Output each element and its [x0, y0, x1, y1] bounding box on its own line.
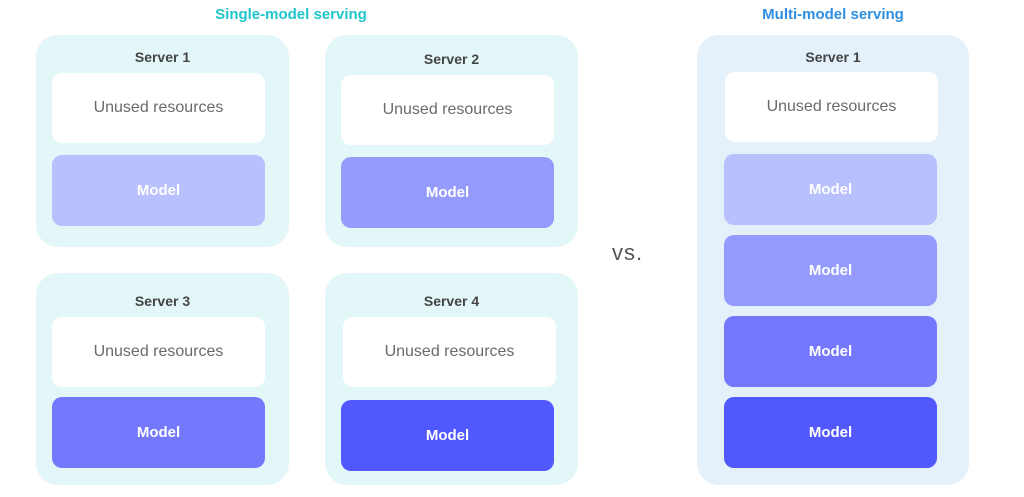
- model-block: Model: [52, 155, 265, 226]
- unused-resources-block: Unused resources: [52, 73, 265, 143]
- unused-resources-block: Unused resources: [725, 72, 938, 142]
- server-label: Server 2: [423, 51, 480, 67]
- unused-resources-block: Unused resources: [52, 317, 265, 387]
- model-block-1: Model: [724, 154, 937, 225]
- single-server-1: Server 1 Unused resources Model: [36, 35, 289, 247]
- server-label: Server 3: [134, 293, 191, 309]
- unused-resources-block: Unused resources: [341, 75, 554, 145]
- server-label: Server 4: [423, 293, 480, 309]
- model-block: Model: [341, 157, 554, 228]
- single-model-heading: Single-model serving: [215, 6, 367, 23]
- single-server-2: Server 2 Unused resources Model: [325, 35, 578, 247]
- vs-label: vs.: [612, 240, 644, 265]
- single-server-4: Server 4 Unused resources Model: [325, 273, 578, 485]
- model-block: Model: [341, 400, 554, 471]
- model-block: Model: [52, 397, 265, 468]
- model-block-2: Model: [724, 235, 937, 306]
- server-label: Server 1: [805, 49, 861, 65]
- model-block-3: Model: [724, 316, 937, 387]
- server-label: Server 1: [134, 49, 191, 65]
- unused-resources-block: Unused resources: [343, 317, 556, 387]
- single-server-3: Server 3 Unused resources Model: [36, 273, 289, 485]
- multi-model-heading: Multi-model serving: [762, 6, 904, 23]
- model-block-4: Model: [724, 397, 937, 468]
- multi-server-1: Server 1 Unused resources Model Model Mo…: [697, 35, 969, 485]
